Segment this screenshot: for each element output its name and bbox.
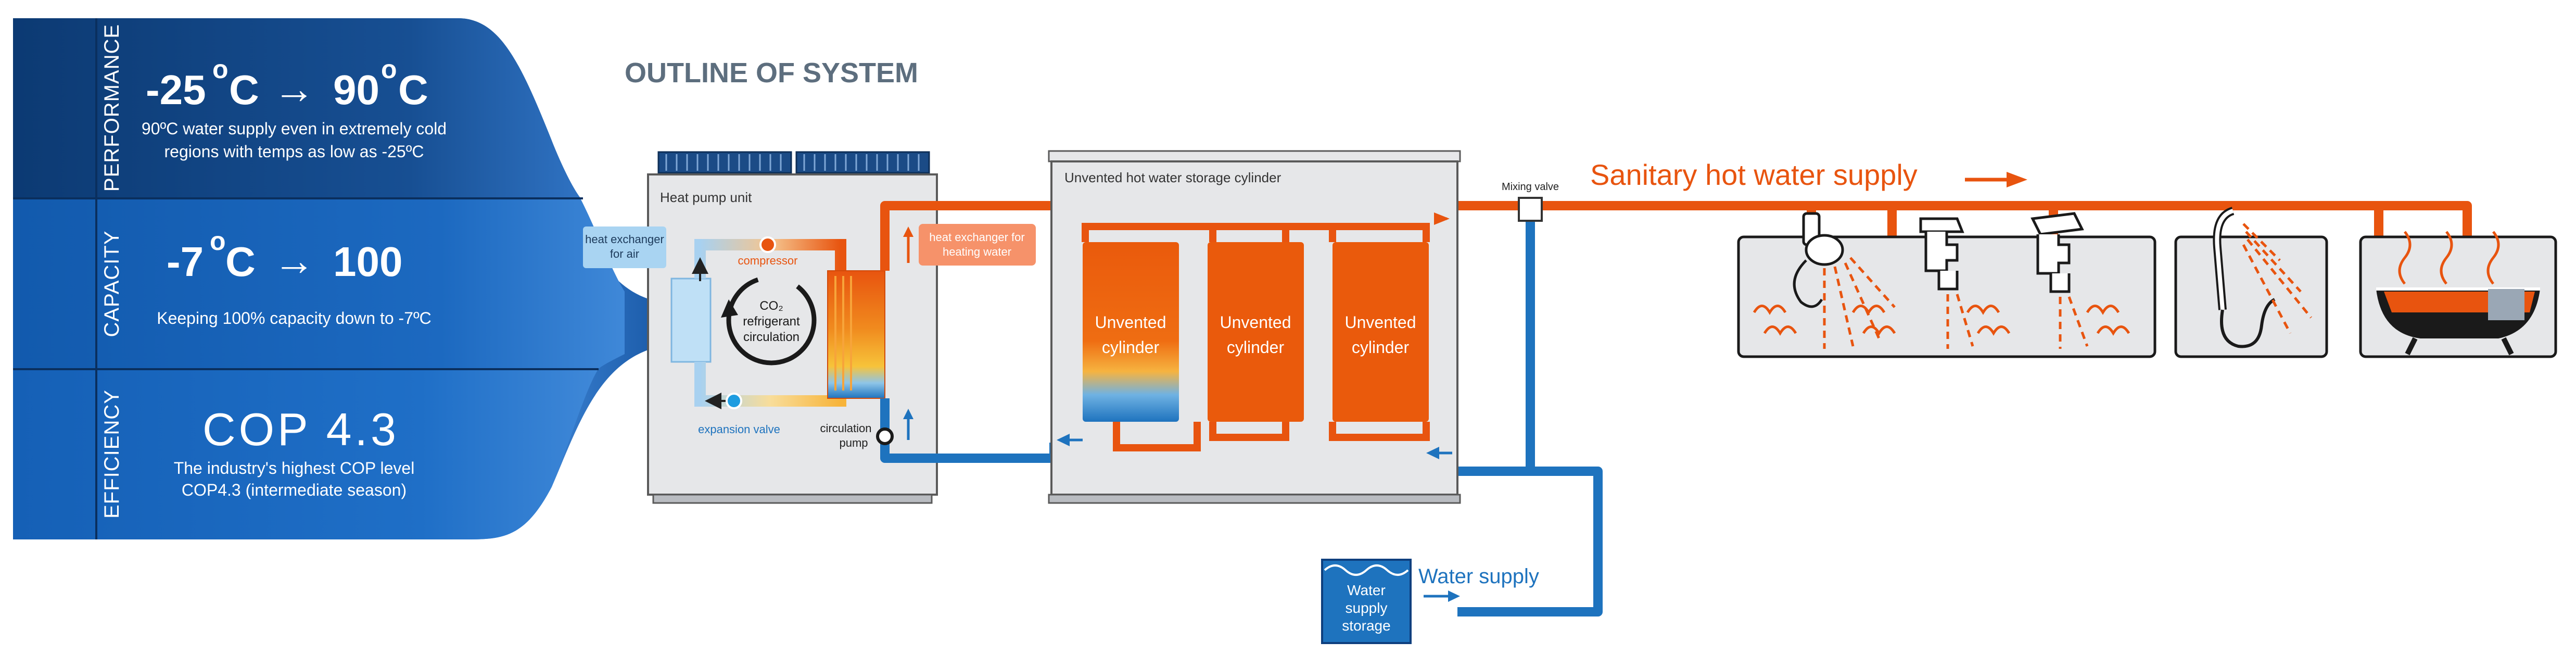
cylinder-2 [1208,242,1304,422]
cylinder-label: cylinder [1227,338,1285,357]
cylinder-label: Unvented [1345,313,1416,332]
efficiency-side-label: EFFICIENCY [100,389,123,519]
diagram-title: OUTLINE OF SYSTEM [625,57,918,89]
capacity-section [13,199,625,369]
capacity-side-label: CAPACITY [100,230,123,337]
circulation-pump-icon [876,427,894,445]
arrow-right-icon [1434,212,1450,225]
cylinder-3 [1333,242,1429,422]
pump-label: pump [839,436,868,449]
tap-icon [1919,217,1974,349]
unit-celsius: C [398,67,428,113]
return-interconnect [1209,422,1289,441]
water-supply-storage: Water supply storage [1321,559,1412,644]
grille-slats [665,154,920,171]
degree-symbol: o [210,226,226,256]
water-heat-exchanger [827,270,885,399]
capacity-value-from: -7 [167,238,204,285]
performance-range-to: 90 [333,67,379,113]
cylinder-label: Unvented [1220,313,1291,332]
compressor-label: compressor [738,254,798,267]
feed-interconnect [1113,422,1201,451]
arrow-right-icon [2007,172,2027,187]
storage-title: Unvented hot water storage cylinder [1064,170,1281,185]
expansion-valve-label: expansion valve [698,423,780,436]
cylinder-label: cylinder [1352,338,1410,357]
water-hx-label: heating water [943,245,1011,258]
arrow-left-icon [1426,447,1439,459]
efficiency-description: The industry's highest COP level [174,459,415,477]
heat-pump-base [652,494,933,504]
performance-description: 90ºC water supply even in extremely cold [142,119,447,138]
water-storage-label: storage [1342,618,1390,634]
arrow-right-icon [1448,590,1460,602]
air-hx-label: heat exchanger [585,233,664,246]
capacity-value-to: 100 [333,238,402,285]
feature-panel: PERFORMANCE -25 o C → 90 o C 90ºC water … [13,18,661,540]
tap-icon [2031,212,2089,349]
mixing-valve-icon [1518,197,1543,222]
arrow-right-icon: → [273,237,315,284]
co2-label: refrigerant [743,314,800,329]
degree-symbol: o [212,55,229,84]
unit-celsius: C [225,238,256,285]
storage-top-cap [1048,150,1461,162]
return-interconnect [1329,422,1430,441]
hx-coil [834,276,852,391]
fan-grille [657,151,792,174]
degree-symbol: o [381,55,397,84]
fan-grille [795,151,930,174]
heat-pump-title: Heat pump unit [660,190,752,205]
performance-section [13,18,580,198]
shower-head-icon [1793,212,1896,349]
co2-circulation-icon [726,275,817,366]
arrow-right-icon: → [273,66,315,112]
arrow-up-icon [903,409,913,419]
water-storage-label: supply [1346,600,1388,616]
air-hx-label-box [583,226,666,268]
air-heat-exchanger [670,278,712,363]
capacity-description: Keeping 100% capacity down to -7ºC [157,309,432,328]
fixture-panel-2 [2174,207,2328,358]
cylinder-1 [1083,242,1179,422]
hot-supply-label: Sanitary hot water supply [1590,158,1918,191]
hot-pipe-main [1455,201,2472,237]
cylinder-label: Unvented [1095,313,1166,332]
fixture-panel-1 [1737,212,2156,358]
mixing-valve-label: Mixing valve [1502,181,1559,193]
cylinder-interconnect [1082,223,1430,451]
performance-range: -25 o C → 90 o C [146,55,428,113]
expansion-valve-icon [726,393,742,409]
performance-side-label: PERFORMANCE [100,24,123,192]
storage-base [1048,494,1461,504]
performance-description: regions with temps as low as -25ºC [164,142,424,161]
air-hx-label: for air [610,247,639,260]
fixture-panel-3 [2359,231,2557,358]
water-supply-label: Water supply [1418,565,1539,588]
circulation-arrowhead [721,299,738,318]
co2-label: circulation [743,330,800,344]
water-hx-label: heat exchanger for [929,231,1024,244]
pump-label: circulation [820,422,871,435]
arrow-left-icon [1057,434,1070,446]
performance-range-from: -25 [146,67,206,113]
co2-label: CO₂ [759,299,783,313]
fixture-panel [2174,235,2328,358]
compressor-icon [759,236,776,253]
hand-shower-icon [2213,207,2312,348]
efficiency-description: COP4.3 (intermediate season) [182,481,407,499]
bathtub-icon [2376,231,2540,356]
unit-celsius: C [229,67,259,113]
arrow-up-icon [903,226,913,237]
storage-unit: Unvented hot water storage cylinder Unve… [1048,150,1461,504]
capacity-value: -7 o C → 100 [167,226,402,285]
efficiency-value: COP 4.3 [202,404,399,455]
water-hx-label-box [919,224,1036,266]
water-storage-label: Water [1347,582,1386,598]
hot-interconnect [1082,223,1430,242]
water-wave-icon [1324,564,1409,576]
cylinder-label: cylinder [1102,338,1160,357]
efficiency-section [13,370,598,540]
